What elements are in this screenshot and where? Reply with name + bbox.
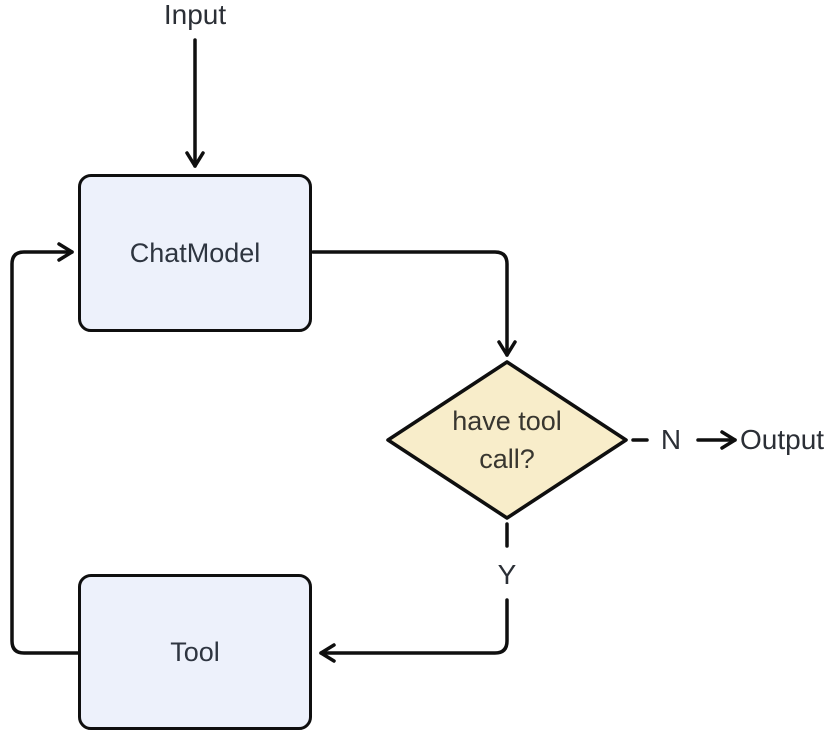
input-label: Input [163, 0, 227, 30]
node-chatmodel-label: ChatModel [129, 237, 261, 268]
output-label: Output [740, 424, 825, 455]
decision-label-line2: call? [479, 444, 535, 474]
edge-tool-to-chatmodel [10, 242, 80, 655]
edge-label-yes: Y [497, 559, 517, 590]
edge-yes-to-tool [319, 598, 509, 663]
node-tool-label: Tool [170, 636, 220, 667]
node-tool: Tool [78, 574, 312, 730]
node-chatmodel: ChatModel [78, 174, 312, 332]
edge-chatmodel-to-decision [311, 250, 517, 357]
decision-label-line1: have tool [452, 406, 562, 436]
decision-label: have tool call? [452, 402, 562, 478]
edge-label-no: N [660, 424, 682, 455]
decision-diamond [386, 360, 628, 520]
